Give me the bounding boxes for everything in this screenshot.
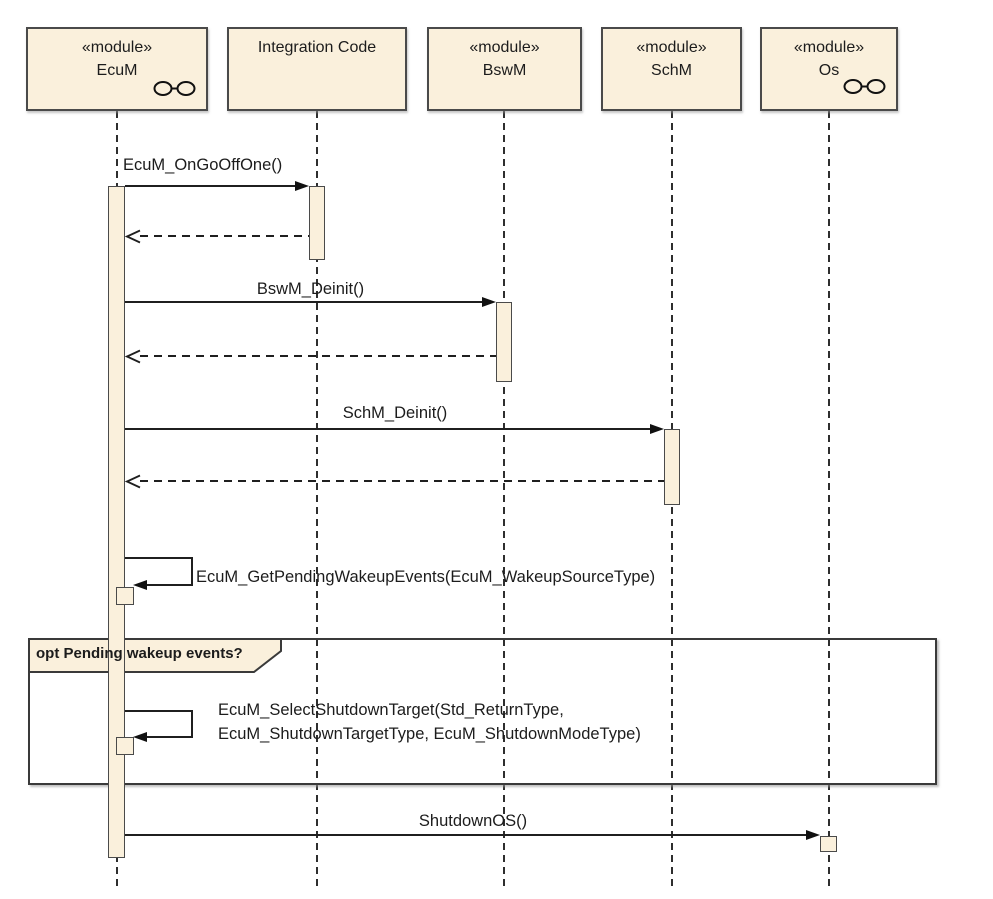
- lifeline-os: [828, 111, 830, 889]
- opt-fragment: [28, 638, 937, 785]
- actor-name: EcuM: [96, 62, 138, 79]
- self-message-2-side: [191, 710, 193, 738]
- message-line-on-go-off-one: [125, 185, 296, 187]
- actor-stereotype: «module»: [793, 39, 865, 56]
- activation-integration-code: [309, 186, 325, 260]
- message-label-bswm-deinit: BswM_Deinit(): [256, 280, 365, 298]
- return-arrowhead-schm: [125, 474, 141, 489]
- actor-name: Integration Code: [257, 39, 377, 56]
- self-message-1-side: [191, 557, 193, 586]
- message-label-shutdown-os: ShutdownOS(): [418, 812, 528, 830]
- activation-bswm: [496, 302, 512, 382]
- activation-ecum: [108, 186, 125, 858]
- self-message-1-arrowhead: [133, 579, 147, 590]
- arrowhead-on-go-off-one: [295, 180, 309, 191]
- self-message-2-bottom: [146, 736, 193, 738]
- message-line-shutdown-os: [125, 834, 806, 836]
- self-message-1-bottom: [146, 584, 193, 586]
- self-message-2-arrowhead: [133, 731, 147, 742]
- message-label-get-pending-wakeup: EcuM_GetPendingWakeupEvents(EcuM_WakeupS…: [196, 568, 656, 586]
- return-line-integration-code: [140, 235, 309, 237]
- actor-box-schm: «module» SchM: [601, 27, 742, 111]
- activation-ecum-nested-1: [116, 587, 134, 605]
- actor-stereotype: «module»: [469, 39, 540, 56]
- self-message-2-top: [125, 710, 193, 712]
- message-line-bswm-deinit: [125, 301, 482, 303]
- actor-box-os: «module» Os: [760, 27, 898, 111]
- arrowhead-schm-deinit: [650, 423, 664, 434]
- activation-ecum-nested-2: [116, 737, 134, 755]
- return-arrowhead-integration-code: [125, 229, 141, 244]
- opt-fragment-label: opt Pending wakeup events?: [36, 645, 243, 662]
- opt-fragment-pentagon: [28, 638, 282, 673]
- actor-stereotype: «module»: [636, 39, 707, 56]
- arrowhead-shutdown-os: [806, 829, 820, 840]
- message-line-schm-deinit: [125, 428, 650, 430]
- message-label-schm-deinit: SchM_Deinit(): [342, 404, 448, 422]
- arrowhead-bswm-deinit: [482, 296, 496, 307]
- actor-name: BswM: [482, 62, 527, 79]
- actor-stereotype: «module»: [81, 39, 153, 56]
- return-line-schm: [140, 480, 664, 482]
- lifeline-bswm: [503, 111, 505, 889]
- module-icon: [153, 81, 196, 96]
- message-label-select-shutdown-line2: EcuM_ShutdownTargetType, EcuM_ShutdownMo…: [218, 725, 641, 743]
- return-line-bswm: [140, 355, 496, 357]
- activation-os: [820, 836, 837, 852]
- return-arrowhead-bswm: [125, 349, 141, 364]
- actor-box-integration-code: Integration Code: [227, 27, 407, 111]
- module-icon: [843, 79, 886, 94]
- message-label-select-shutdown-line1: EcuM_SelectShutdownTarget(Std_ReturnType…: [218, 701, 564, 719]
- actor-box-ecum: «module» EcuM: [26, 27, 208, 111]
- actor-box-bswm: «module» BswM: [427, 27, 582, 111]
- actor-name: Os: [818, 62, 840, 79]
- actor-name: SchM: [651, 62, 692, 79]
- message-label-on-go-off-one: EcuM_OnGoOffOne(): [123, 156, 283, 174]
- self-message-1-top: [125, 557, 193, 559]
- activation-schm: [664, 429, 680, 505]
- lifeline-integration-code: [316, 111, 318, 889]
